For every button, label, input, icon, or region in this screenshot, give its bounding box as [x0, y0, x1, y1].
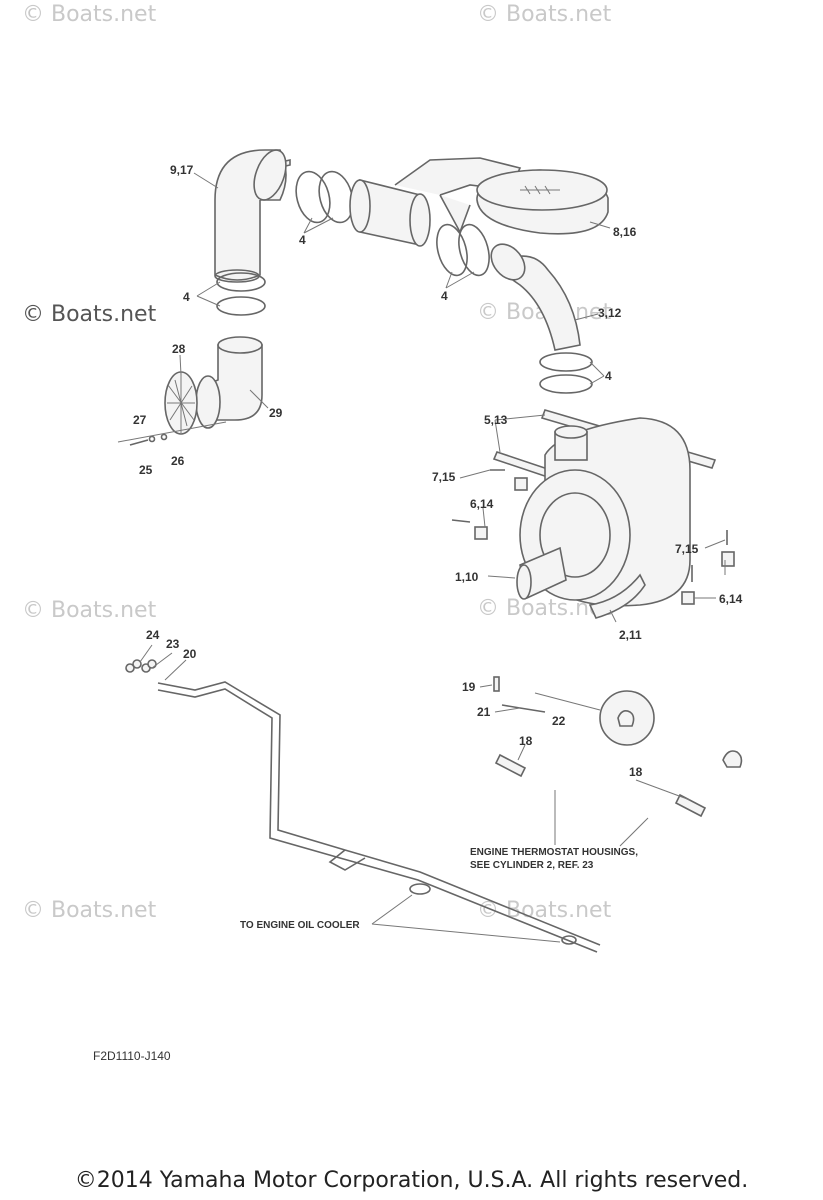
- fittings-19-21-22: [493, 676, 743, 768]
- part-label-4: 4: [441, 289, 448, 303]
- part-label-28: 28: [172, 342, 186, 356]
- watermark: © Boats.net: [22, 898, 157, 923]
- part-label-22: 22: [552, 714, 566, 728]
- fittings-23-24: [125, 659, 157, 673]
- part-label-18: 18: [519, 734, 533, 748]
- muffler-body-1-10: [516, 417, 691, 607]
- bracket-2-11: [588, 573, 646, 619]
- part-label-4: 4: [299, 233, 306, 247]
- part-label-9-17: 9,17: [170, 163, 194, 177]
- watermark: © Boats.net: [477, 898, 612, 923]
- part-label-7-15: 7,15: [432, 470, 456, 484]
- watermark: © Boats.net: [22, 2, 157, 27]
- part-label-19: 19: [462, 680, 476, 694]
- part-label-3-12: 3,12: [598, 306, 622, 320]
- part-label-1-10: 1,10: [455, 570, 479, 584]
- part-label-24: 24: [146, 628, 160, 642]
- part-label-27: 27: [133, 413, 147, 427]
- part-label-18: 18: [629, 765, 643, 779]
- part-label-4: 4: [605, 369, 612, 383]
- intake-screen-28: [164, 371, 198, 435]
- watermark: © Boats.net: [22, 302, 157, 327]
- part-label-6-14: 6,14: [470, 497, 494, 511]
- part-label-20: 20: [183, 647, 197, 661]
- watermark: © Boats.net: [22, 598, 157, 623]
- part-label-21: 21: [477, 705, 491, 719]
- diagram-code: F2D1110-J140: [93, 1049, 171, 1063]
- elbow-hose-9-17: [214, 149, 291, 283]
- air-box-cover-8-16: [476, 169, 609, 235]
- part-label-25: 25: [139, 463, 153, 477]
- thermostat-note-line2: SEE CYLINDER 2, REF. 23: [470, 860, 594, 871]
- hose-clamps-4-right: [539, 352, 593, 394]
- oil-cooler-note: TO ENGINE OIL COOLER: [240, 920, 360, 931]
- part-label-26: 26: [171, 454, 185, 468]
- clips-bolts-6-14-7-15: [451, 469, 735, 605]
- thermostat-note-line1: ENGINE THERMOSTAT HOUSINGS,: [470, 847, 638, 858]
- part-label-8-16: 8,16: [613, 225, 637, 239]
- screw-washer-25-26-27: [117, 421, 227, 446]
- part-label-29: 29: [269, 406, 283, 420]
- thermostat-note: ENGINE THERMOSTAT HOUSINGS, SEE CYLINDER…: [470, 846, 638, 872]
- watermark: © Boats.net: [477, 2, 612, 27]
- part-label-6-14: 6,14: [719, 592, 743, 606]
- part-label-5-13: 5,13: [484, 413, 508, 427]
- part-label-2-11: 2,11: [619, 628, 642, 642]
- part-label-4: 4: [183, 290, 190, 304]
- hose-clamps-4-middle: [436, 223, 490, 277]
- thermostat-parts-18: [494, 753, 707, 818]
- part-label-23: 23: [166, 637, 180, 651]
- elbow-29: [195, 336, 263, 429]
- copyright-notice: ©2014 Yamaha Motor Corporation, U.S.A. A…: [74, 1168, 749, 1193]
- leader-lines: [139, 172, 726, 943]
- hose-clamps-4-upper: [295, 170, 354, 224]
- part-label-7-15: 7,15: [675, 542, 699, 556]
- hose-clamps-4-left: [216, 272, 266, 316]
- cooling-water-pipe-20: [157, 681, 601, 953]
- curved-hose-3-12: [490, 243, 581, 351]
